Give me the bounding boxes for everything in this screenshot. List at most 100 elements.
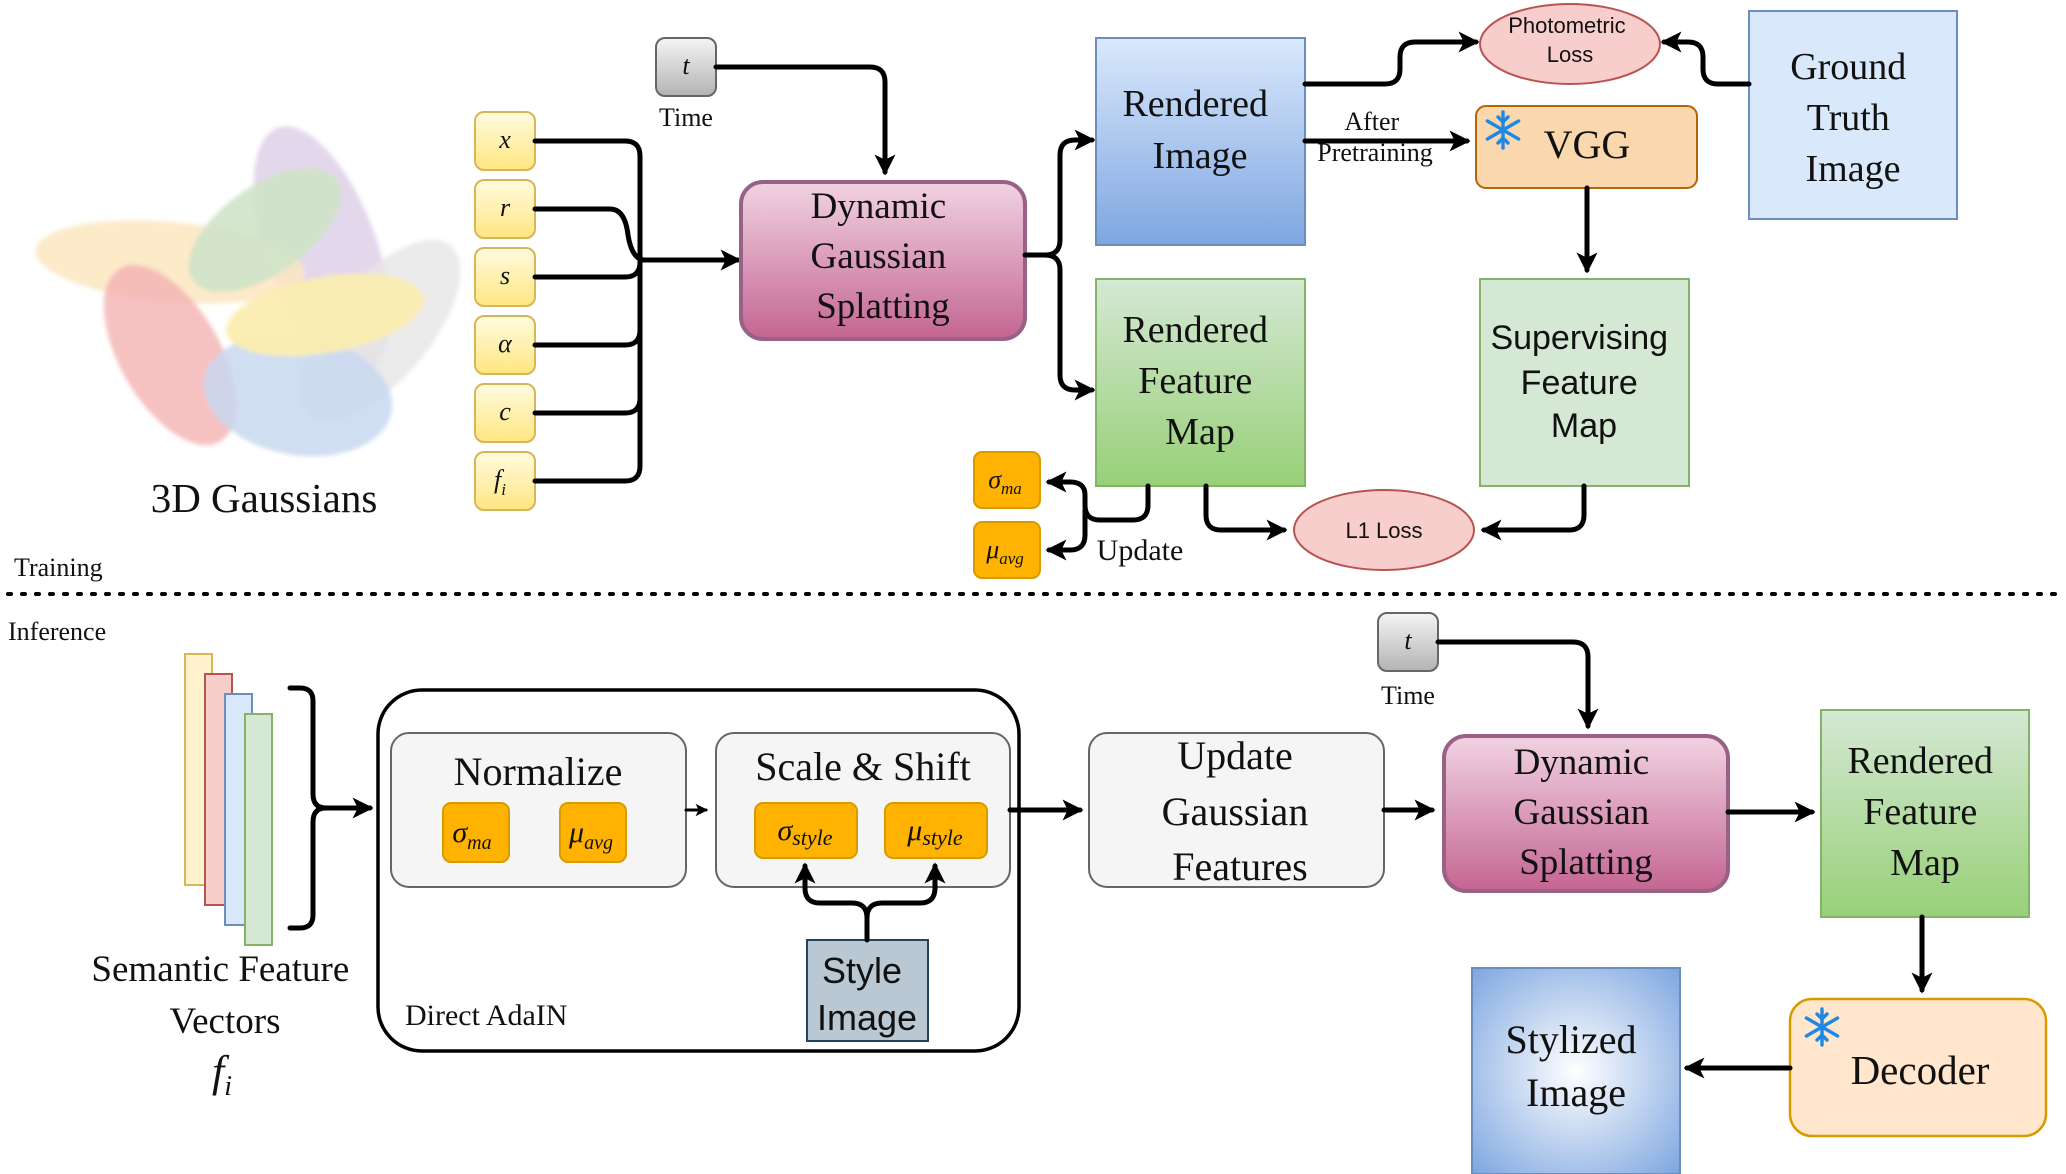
- supervising-feature-map-box: Supervising Feature Map: [1479, 278, 1690, 487]
- mu-subscript: style: [922, 825, 963, 850]
- style-image-line: Image: [817, 997, 917, 1038]
- attribute-symbol: f: [494, 465, 505, 494]
- time-arrow-inference: [1435, 639, 1599, 730]
- dynamic-gaussian-splatting-training: Dynamic Gaussian Splatting: [739, 180, 1027, 341]
- decoder-label: Decoder: [1851, 1047, 1990, 1093]
- attribute-symbol: r: [500, 193, 511, 222]
- svg-text:Dynamic Gaussian S: Dynamic Gaussian Splatting: [811, 186, 956, 327]
- gaussians-illustration: [35, 126, 461, 457]
- snowflake-icon: [1485, 110, 1521, 150]
- sigma-style-token: σstyle: [754, 802, 858, 859]
- splatting-line: Gaussian: [811, 236, 947, 277]
- svg-text:Rendered Feature M: Rendered Feature Map: [1847, 740, 2002, 884]
- mu-avg-token-inference: μavg: [559, 802, 627, 863]
- rendered-feature-map-inference: Rendered Feature Map: [1820, 709, 2030, 918]
- splatting-line: Splatting: [816, 286, 950, 327]
- svg-text:Style Image: Style Image: [817, 950, 917, 1038]
- update-features-line: Features: [1172, 844, 1308, 889]
- svg-text:fi: fi: [494, 465, 506, 499]
- mu-subscript: avg: [999, 549, 1024, 568]
- svg-text:Photometric Loss: Photometric Loss: [1508, 13, 1632, 67]
- feature-vectors-brace: [287, 685, 374, 819]
- style-image-line: Style: [822, 950, 902, 991]
- mu-avg-token-training: μavg: [973, 521, 1041, 579]
- attribute-token-alpha: α: [474, 315, 536, 375]
- sigma-subscript: ma: [467, 832, 491, 854]
- time-symbol: t: [682, 51, 690, 80]
- sigma-symbol: σ: [452, 816, 468, 849]
- rendered-image-to-loss-arrow: [1302, 31, 1480, 87]
- normalize-box: Normalize: [390, 732, 687, 888]
- sigma-ma-token-inference: σma: [442, 802, 510, 863]
- svg-text:α: α: [498, 329, 513, 358]
- snowflake-icon: [1804, 1007, 1840, 1047]
- decoder-box: Decoder: [1788, 997, 2048, 1138]
- feature-map-line: Feature: [1138, 360, 1252, 402]
- svg-text:Supervising Feature: Supervising Feature Map: [1490, 319, 1677, 445]
- svg-text:μavg: μavg: [985, 535, 1024, 568]
- l1-loss-label: L1 Loss: [1345, 518, 1422, 543]
- feature-map-line: Feature: [1863, 791, 1977, 833]
- svg-text:c: c: [499, 397, 511, 426]
- style-image-box: Style Image: [806, 939, 929, 1042]
- photometric-loss-node: Photometric Loss: [1479, 3, 1661, 85]
- feature-vectors-line: Semantic Feature: [91, 949, 349, 990]
- ground-truth-line: Ground: [1790, 46, 1906, 88]
- feature-map-line: Rendered: [1847, 740, 1993, 782]
- semantic-feature-vectors-stack: [184, 653, 273, 946]
- photometric-loss-line: Photometric: [1508, 13, 1625, 38]
- splatting-line: Dynamic: [1514, 742, 1650, 783]
- svg-text:Rendered Feature M: Rendered Feature Map: [1122, 309, 1277, 453]
- sigma-symbol: σ: [777, 814, 793, 847]
- ground-truth-line: Truth: [1807, 97, 1890, 139]
- normalize-label: Normalize: [454, 749, 623, 794]
- l1-loss-node: L1 Loss: [1293, 489, 1475, 571]
- time-label-inference: Time: [1381, 681, 1435, 710]
- update-label: Update: [1097, 534, 1184, 567]
- mu-subscript: avg: [584, 832, 613, 854]
- rendered-image-box: Rendered Image: [1095, 37, 1306, 246]
- feature-symbol: fi: [212, 1047, 232, 1102]
- vgg-box: VGG: [1475, 105, 1698, 189]
- sigma-subscript: ma: [1001, 479, 1022, 498]
- photometric-loss-line: Loss: [1547, 42, 1593, 67]
- svg-text:Dynamic Gaussian S: Dynamic Gaussian Splatting: [1514, 742, 1659, 883]
- svg-text:σma: σma: [988, 465, 1022, 498]
- svg-text:Rendered Image: Rendered Image: [1122, 83, 1277, 177]
- stylized-image-line: Stylized: [1505, 1017, 1636, 1062]
- svg-text:Update Gaussian Fe: Update Gaussian Features: [1162, 733, 1319, 889]
- gaussians-label: 3D Gaussians: [151, 475, 378, 521]
- attribute-token-c: c: [474, 383, 536, 443]
- update-features-line: Gaussian: [1162, 789, 1309, 834]
- time-token-training: t: [655, 37, 717, 97]
- attribute-symbol: c: [499, 397, 511, 426]
- inference-section-label: Inference: [8, 617, 106, 646]
- sigma-subscript: style: [792, 825, 833, 850]
- attribute-token-s: s: [474, 247, 536, 307]
- stylized-image-line: Image: [1526, 1070, 1626, 1115]
- svg-text:s: s: [500, 261, 510, 290]
- vgg-label: VGG: [1544, 122, 1631, 167]
- sigma-symbol: σ: [988, 465, 1002, 494]
- supervising-line: Map: [1551, 407, 1617, 445]
- supervising-line: Feature: [1521, 364, 1638, 402]
- update-to-mu-arrow: [1045, 507, 1088, 561]
- mu-style-token: μstyle: [884, 802, 988, 859]
- svg-text:μstyle: μstyle: [906, 814, 963, 850]
- attribute-token-r: r: [474, 179, 536, 239]
- rendered-image-line: Rendered: [1122, 83, 1268, 125]
- attribute-token-x: x: [474, 111, 536, 171]
- mu-symbol: μ: [906, 814, 922, 847]
- attribute-merge-wires: [532, 138, 742, 484]
- attribute-symbol: s: [500, 261, 510, 290]
- splatting-line: Splatting: [1519, 842, 1653, 883]
- ground-truth-image-box: Ground Truth Image: [1748, 10, 1958, 220]
- feature-map-line: Map: [1165, 411, 1235, 453]
- rendered-feature-map-training: Rendered Feature Map: [1095, 278, 1306, 487]
- ground-truth-line: Image: [1806, 148, 1901, 190]
- svg-text:σma: σma: [452, 816, 491, 854]
- direct-adain-label: Direct AdaIN: [405, 999, 567, 1032]
- rendered-image-line: Image: [1153, 135, 1248, 177]
- svg-text:Ground Truth Image: Ground Truth Image: [1790, 46, 1916, 190]
